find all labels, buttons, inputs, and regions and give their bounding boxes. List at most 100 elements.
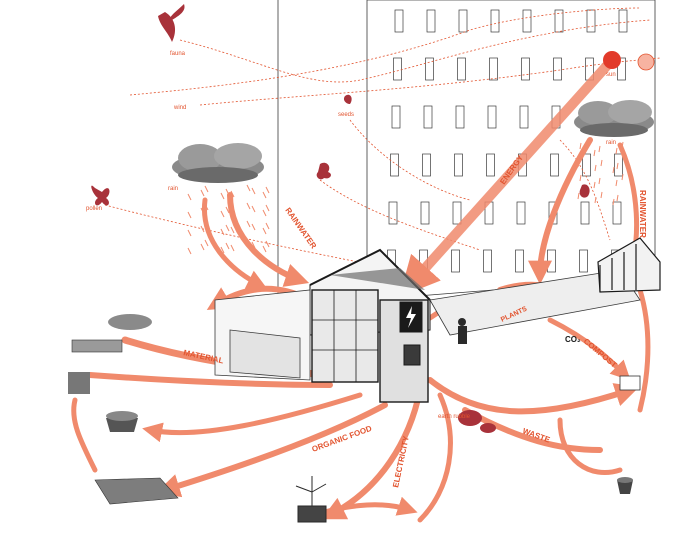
rain-drop <box>251 241 256 249</box>
rain-drop <box>577 160 580 168</box>
label-compost: COMPOST <box>582 337 619 370</box>
label-energy: ENERGY <box>498 153 525 186</box>
rain-drop <box>187 193 192 201</box>
window <box>579 249 588 273</box>
rain-drop <box>262 227 267 235</box>
rain-drop <box>600 159 603 167</box>
windmill-icon <box>295 476 327 523</box>
rain-drop <box>187 211 192 219</box>
label-rain-right: rain <box>606 140 616 146</box>
rain-drop <box>251 187 256 195</box>
rain-drop <box>579 174 582 182</box>
window <box>394 9 404 33</box>
cloud-icon <box>172 143 264 183</box>
rain-drop <box>187 229 192 237</box>
rain-drop <box>220 192 225 200</box>
window <box>522 9 532 33</box>
window <box>580 201 590 225</box>
window <box>457 57 466 81</box>
bird-icon <box>343 94 352 104</box>
label-fauna: fauna <box>170 51 186 57</box>
window <box>486 153 495 177</box>
rain-drop <box>200 225 205 233</box>
rain-drop <box>225 206 230 214</box>
rain-drop <box>594 164 597 172</box>
rain-drop <box>621 173 624 181</box>
rain-drop <box>204 185 209 193</box>
window <box>426 9 436 33</box>
window <box>516 201 526 225</box>
rain-drop <box>187 247 192 255</box>
window <box>586 9 596 33</box>
rain-drop <box>225 224 230 232</box>
rain-drop <box>265 240 270 248</box>
fungus-icon <box>458 410 496 433</box>
rain-drop <box>225 188 230 196</box>
label-electricity: ELECTRICITY <box>391 435 411 489</box>
rain-drop <box>246 238 251 246</box>
window <box>390 153 399 177</box>
window <box>458 9 468 33</box>
rain-drop <box>593 149 596 157</box>
butterfly-icon <box>91 185 110 206</box>
window <box>614 153 623 177</box>
bird-icon <box>158 4 185 42</box>
window <box>489 57 498 81</box>
rain-drop <box>262 191 267 199</box>
rain-drop <box>204 203 209 211</box>
rain-streaks <box>187 141 624 255</box>
window <box>582 153 591 177</box>
window <box>550 153 559 177</box>
person-figure <box>458 318 467 344</box>
apartment-building <box>277 0 656 330</box>
rain-drop <box>265 186 270 194</box>
label-pollen: pollen <box>86 206 102 212</box>
label-earthworm: earth rubble <box>438 414 471 420</box>
window <box>455 105 465 129</box>
rain-drop <box>612 166 615 174</box>
greenhouse-icon <box>597 237 661 293</box>
rain-drop <box>262 245 267 253</box>
sun-icon <box>603 51 655 71</box>
window <box>519 105 529 129</box>
bird-icon <box>316 162 331 180</box>
greenhouse-icon <box>309 248 431 403</box>
label-rain-left: rain <box>168 186 178 192</box>
window <box>420 201 430 225</box>
lightning-icon <box>406 306 416 328</box>
rain-drop <box>246 202 251 210</box>
rain-drop <box>579 142 582 150</box>
window <box>515 249 524 273</box>
rain-drop <box>598 177 601 185</box>
window <box>422 153 431 177</box>
rain-drop <box>262 209 267 217</box>
lawn-patch <box>94 477 179 505</box>
label-rainwater-right: RAINWATER <box>638 190 647 238</box>
window <box>423 105 433 129</box>
label-rainwater-left: RAINWATER <box>283 206 318 251</box>
rain-drop <box>577 192 580 200</box>
window <box>490 9 500 33</box>
rain-drop <box>220 210 225 218</box>
material-pile <box>68 314 152 394</box>
window <box>554 9 564 33</box>
rain-drop <box>265 204 270 212</box>
rain-drop <box>246 184 251 192</box>
rain-drop <box>612 198 615 206</box>
window <box>487 105 497 129</box>
rain-drop <box>230 190 235 198</box>
rain-drop <box>204 221 209 229</box>
cloud-icon <box>574 100 654 137</box>
rain-drop <box>600 191 603 199</box>
label-wind: wind <box>173 105 186 111</box>
window <box>451 249 460 273</box>
window <box>452 201 462 225</box>
rain-drop <box>225 242 230 250</box>
courtyard <box>214 269 641 381</box>
window <box>547 249 556 273</box>
label-seeds: seeds <box>338 112 354 118</box>
rain-drop <box>615 179 618 187</box>
rain-drop <box>200 243 205 251</box>
